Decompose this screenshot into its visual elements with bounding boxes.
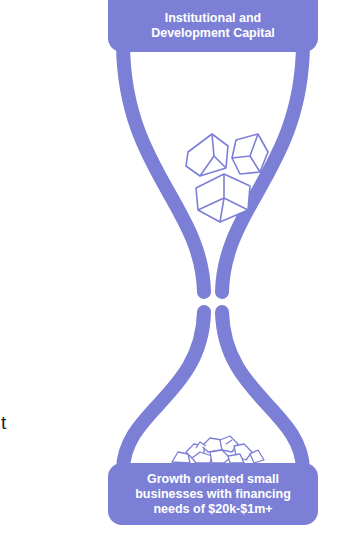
pebble-pile <box>172 436 264 463</box>
hourglass-wall <box>123 312 204 470</box>
text-band: Institutional and Development Capital <box>108 0 318 52</box>
band-text-group: Growth oriented small businesses with fi… <box>126 472 300 517</box>
rock-facet <box>232 134 260 172</box>
band-text-group: Institutional and Development Capital <box>142 11 284 41</box>
text-band: Growth oriented small businesses with fi… <box>108 463 318 525</box>
rock-facet <box>200 134 226 176</box>
rock <box>186 134 228 176</box>
rock <box>196 174 250 222</box>
stray-text: t <box>1 412 6 434</box>
band-text: Institutional and Development Capital <box>142 11 284 41</box>
rock <box>232 134 268 174</box>
band-text: Growth oriented small businesses with fi… <box>126 472 300 517</box>
hourglass-wall <box>222 312 303 470</box>
hourglass-wall <box>222 44 303 292</box>
rock-facet <box>198 174 248 222</box>
